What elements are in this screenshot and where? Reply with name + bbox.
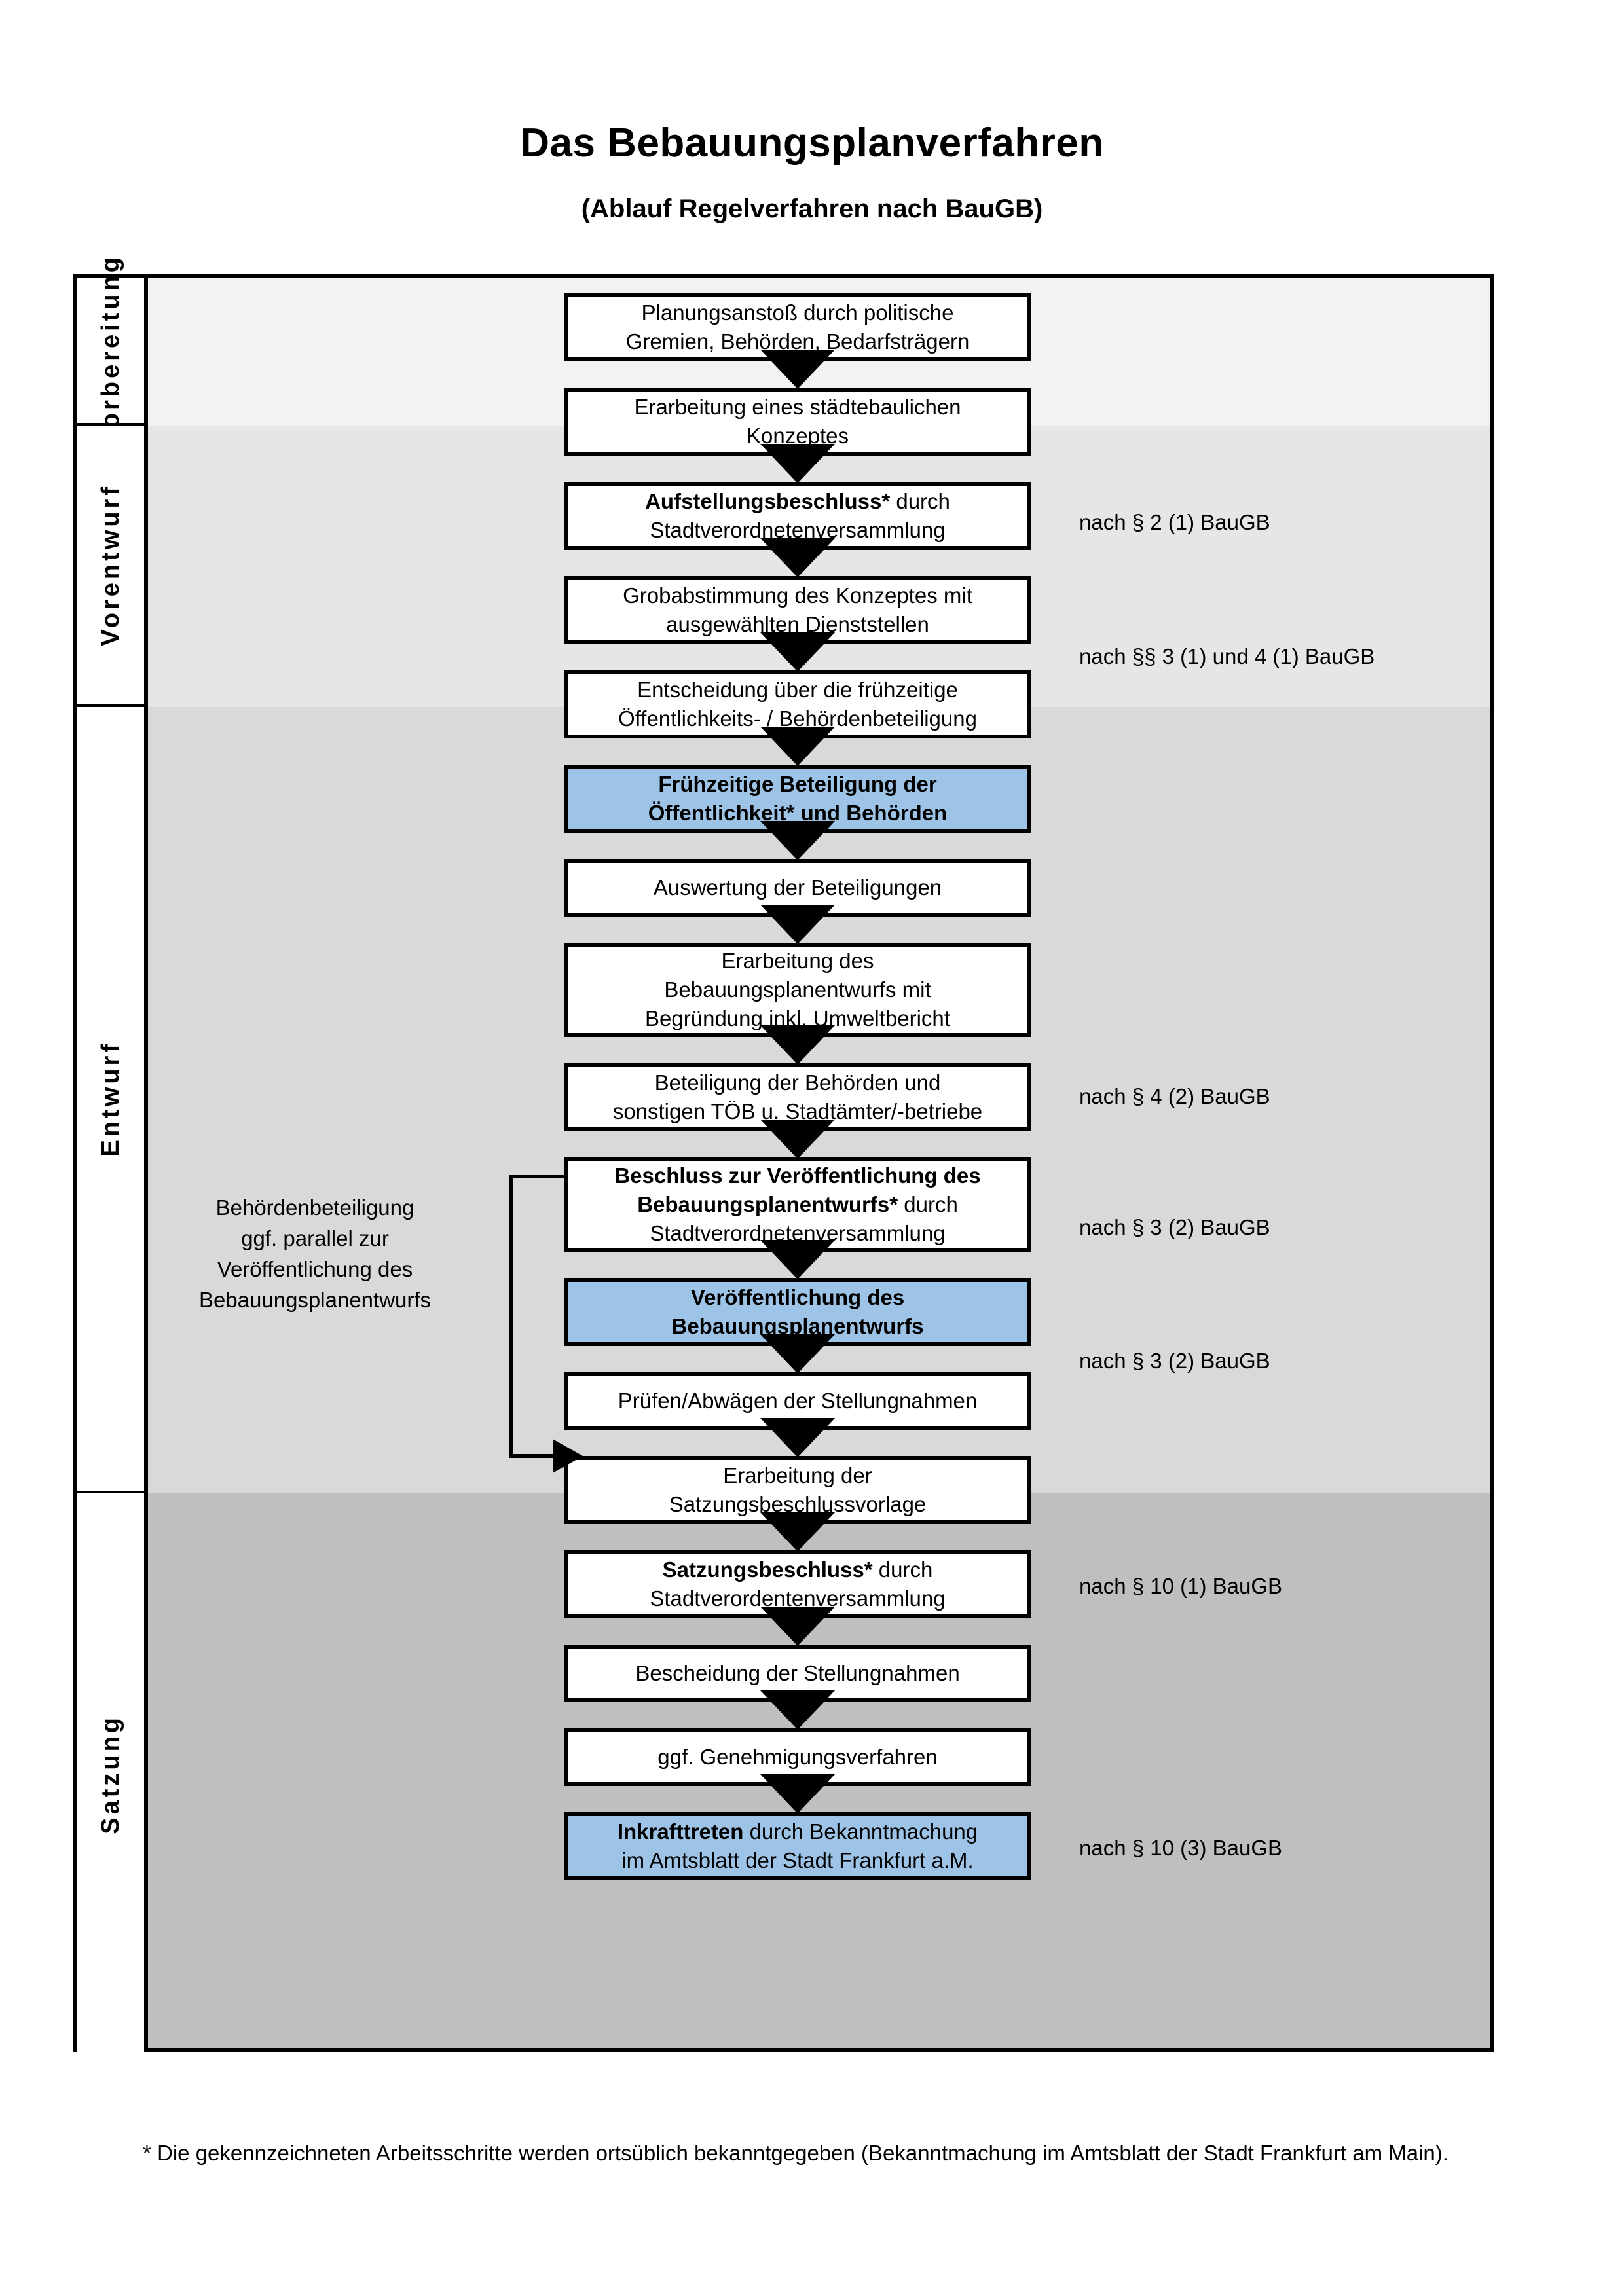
box-line-suffix: durch xyxy=(890,488,950,513)
flow-arrow-down xyxy=(760,350,835,389)
box-line: Entscheidung über die frühzeitige xyxy=(637,677,958,702)
flow-arrow-down xyxy=(760,1512,835,1552)
box-line-suffix: durch xyxy=(872,1557,933,1582)
box-line: ausgewählten Dienststellen xyxy=(666,612,929,636)
side-note-line: Bebauungsplanentwurfs xyxy=(198,1287,432,1312)
flow-arrow-down xyxy=(760,1240,835,1279)
flow-arrow-down xyxy=(760,1334,835,1374)
flow-arrow-down xyxy=(760,1418,835,1457)
box-line: Öffentlichkeit* und Behörden xyxy=(648,801,948,825)
flow-arrow-down xyxy=(760,821,835,860)
side-note-line: Behördenbeteiligung xyxy=(215,1195,415,1220)
box-line: Bebauungsplanentwurfs mit xyxy=(664,977,931,1002)
flow-arrow-down xyxy=(760,538,835,577)
box-line-suffix: durch Bekanntmachung xyxy=(743,1819,978,1844)
flow-arrow-down xyxy=(760,905,835,944)
footnote: * Die gekennzeichneten Arbeitsschritte w… xyxy=(143,2141,1449,2165)
box-line: Erarbeitung der xyxy=(723,1463,872,1487)
process-box-auswertung[interactable]: Auswertung der Beteiligungen xyxy=(564,859,1031,917)
flow-arrow-down xyxy=(760,632,835,672)
flow-arrow-down xyxy=(760,1774,835,1813)
legal-ref-10-3: nach § 10 (3) BauGB xyxy=(1079,1836,1283,1860)
box-bold-term: Inkrafttreten xyxy=(617,1819,744,1844)
legal-ref-2-1: nach § 2 (1) BauGB xyxy=(1079,510,1270,534)
box-line: ggf. Genehmigungsverfahren xyxy=(657,1744,938,1769)
legal-ref-4-2: nach § 4 (2) BauGB xyxy=(1079,1084,1270,1108)
box-line: Beteiligung der Behörden und xyxy=(654,1070,941,1095)
stage-label-entwurf: Entwurf xyxy=(77,707,144,1493)
flow-arrow-down xyxy=(760,727,835,766)
title-block: Das Bebauungsplanverfahren (Ablauf Regel… xyxy=(0,120,1624,224)
box-bold-term: Beschluss zur Veröffentlichung des Bebau… xyxy=(614,1163,981,1216)
box-line: Veröffentlichung des xyxy=(690,1285,905,1309)
box-line: sonstigen TÖB u. Stadtämter/-betriebe xyxy=(612,1099,983,1123)
stage-label-column: Vorbereitung Vorentwurf Entwurf Satzung xyxy=(77,254,148,2056)
box-bold-term: Aufstellungsbeschluss* xyxy=(645,488,891,513)
side-note-line: ggf. parallel zur xyxy=(241,1226,389,1250)
process-box-beschluss-veroeffentlichung[interactable]: Beschluss zur Veröffentlichung des Bebau… xyxy=(564,1157,1031,1252)
box-line-suffix: durch xyxy=(898,1192,958,1216)
box-line: Stadtverordentenversammlung xyxy=(650,1586,946,1611)
flow-arrow-down xyxy=(760,1690,835,1730)
page-title: Das Bebauungsplanverfahren xyxy=(520,120,1104,166)
side-note-behoerdenbeteiligung: Behördenbeteiligung ggf. parallel zur Ve… xyxy=(174,1193,456,1315)
box-line: Öffentlichkeits- / Behördenbeteiligung xyxy=(618,706,977,731)
box-line: Prüfen/Abwägen der Stellungnahmen xyxy=(618,1388,978,1413)
page-subtitle: (Ablauf Regelverfahren nach BauGB) xyxy=(581,194,1043,224)
parallel-process-connector xyxy=(509,1175,583,1473)
stage-label-satzung: Satzung xyxy=(77,1493,144,2056)
box-line: Bescheidung der Stellungnahmen xyxy=(635,1660,960,1685)
box-line: Grobabstimmung des Konzeptes mit xyxy=(623,583,972,608)
side-note-line: Veröffentlichung des xyxy=(217,1256,413,1281)
box-line: Gremien, Behörden, Bedarfsträgern xyxy=(625,329,970,354)
flow-arrow-down xyxy=(760,444,835,483)
box-line: Konzeptes xyxy=(747,424,849,448)
stage-label-vorbereitung: Vorbereitung xyxy=(77,254,144,446)
box-line: Auswertung der Beteiligungen xyxy=(653,875,942,900)
legal-ref-10-1: nach § 10 (1) BauGB xyxy=(1079,1574,1283,1598)
process-box-grobabstimmung[interactable]: Grobabstimmung des Konzeptes mit ausgewä… xyxy=(564,576,1031,644)
legal-ref-3-1-4-1: nach §§ 3 (1) und 4 (1) BauGB xyxy=(1079,644,1375,668)
box-line: Satzungsbeschlussvorlage xyxy=(669,1492,927,1516)
box-line: Stadtverordnetenversammlung xyxy=(650,518,946,542)
legal-ref-3-2-a: nach § 3 (2) BauGB xyxy=(1079,1215,1270,1239)
box-line: im Amtsblatt der Stadt Frankfurt a.M. xyxy=(621,1848,974,1872)
process-box-beteiligung-behoerden[interactable]: Beteiligung der Behörden und sonstigen T… xyxy=(564,1063,1031,1131)
flow-arrow-down xyxy=(760,1120,835,1159)
process-flow: Planungsanstoß durch politische Gremien,… xyxy=(77,278,1490,2048)
legal-ref-3-2-b: nach § 3 (2) BauGB xyxy=(1079,1349,1270,1373)
flowchart-frame: Vorbereitung Vorentwurf Entwurf Satzung … xyxy=(73,254,1494,2056)
box-line: Erarbeitung des xyxy=(721,948,874,973)
process-box-inkrafttreten[interactable]: Inkrafttreten durch Bekanntmachung im Am… xyxy=(564,1812,1031,1880)
flow-arrow-down xyxy=(760,1607,835,1646)
box-line: Bebauungsplanentwurfs xyxy=(671,1314,924,1338)
flow-arrow-down xyxy=(760,1025,835,1065)
box-line: Frühzeitige Beteiligung der xyxy=(658,771,937,796)
process-box-genehmigungsverfahren[interactable]: ggf. Genehmigungsverfahren xyxy=(564,1728,1031,1786)
box-line: Planungsanstoß durch politische xyxy=(641,300,954,325)
process-box-erarbeitung-entwurf[interactable]: Erarbeitung des Bebauungsplanentwurfs mi… xyxy=(564,943,1031,1037)
stage-label-vorentwurf: Vorentwurf xyxy=(77,426,144,707)
box-bold-term: Satzungsbeschluss* xyxy=(662,1557,873,1582)
box-line: Erarbeitung eines städtebaulichen xyxy=(634,394,961,419)
process-box-pruefen-abwaegen[interactable]: Prüfen/Abwägen der Stellungnahmen xyxy=(564,1372,1031,1430)
